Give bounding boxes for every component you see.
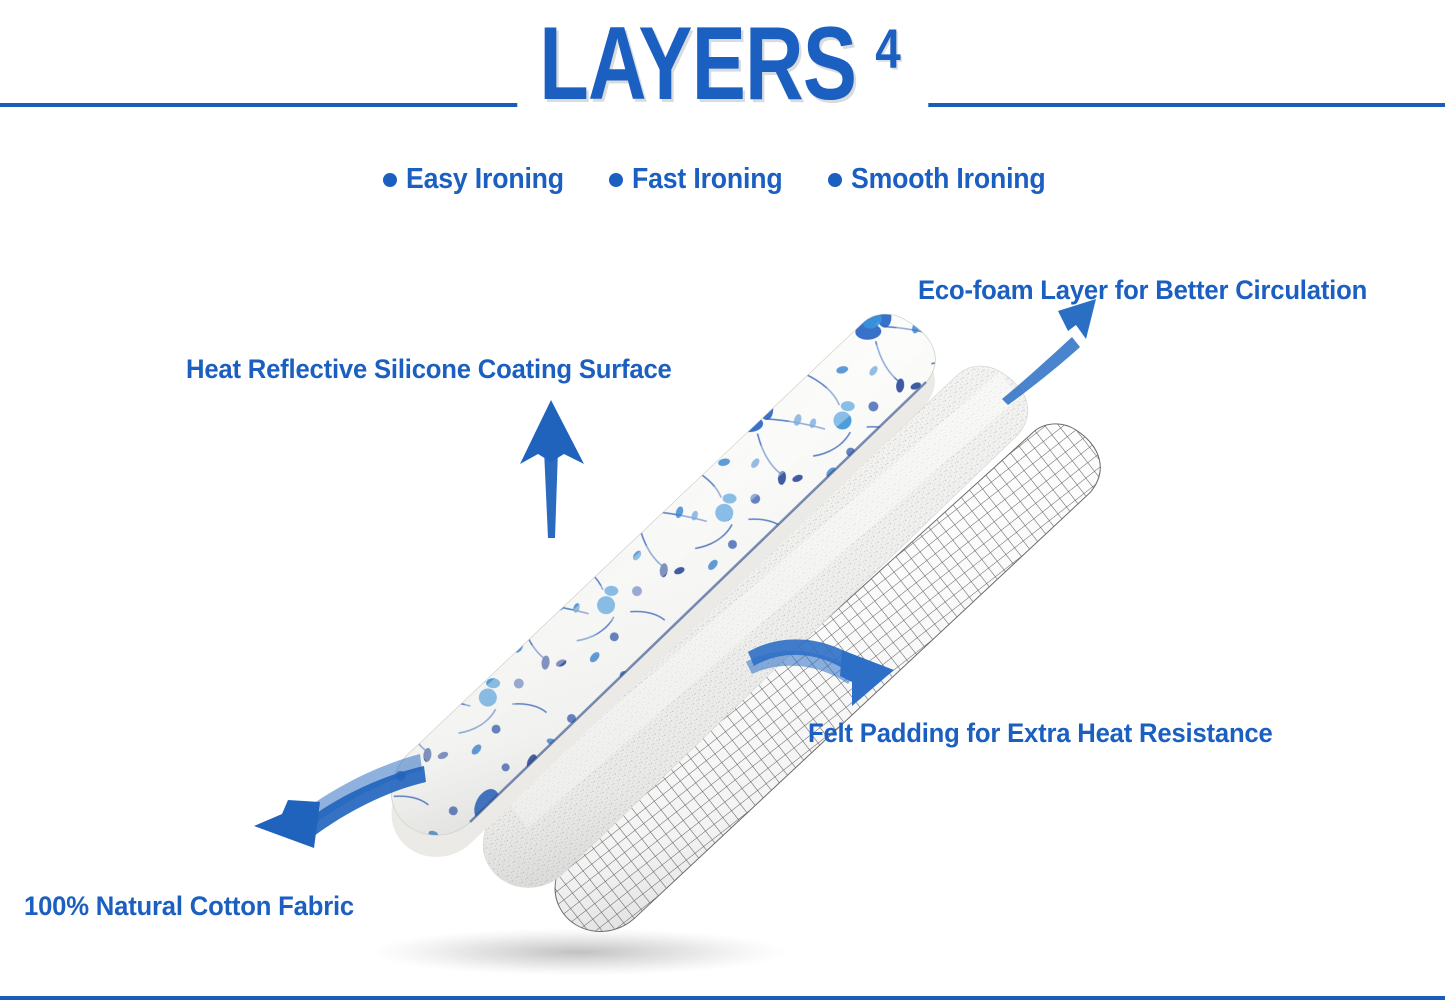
bullet-dot-icon bbox=[827, 172, 842, 187]
footer-divider-line bbox=[0, 996, 1445, 1000]
feature-item-smooth-ironing: Smooth Ironing bbox=[827, 163, 1062, 196]
feature-item-easy-ironing: Easy Ironing bbox=[382, 163, 578, 196]
feature-label: Easy Ironing bbox=[405, 163, 564, 195]
feature-label: Smooth Ironing bbox=[850, 163, 1046, 195]
bullet-dot-icon bbox=[382, 172, 397, 187]
product-ground-shadow bbox=[368, 928, 788, 976]
title-main-text: LAYERS bbox=[538, 6, 857, 122]
callout-label-cotton: 100% Natural Cotton Fabric bbox=[24, 891, 355, 921]
arrow-curve-right-icon bbox=[746, 639, 894, 706]
arrow-up-icon bbox=[520, 400, 584, 538]
feature-item-fast-ironing: Fast Ironing bbox=[609, 163, 796, 196]
title-block: LAYERS 4 bbox=[0, 0, 1445, 145]
bullet-dot-icon bbox=[609, 172, 624, 187]
callout-label-eco-foam: Eco-foam Layer for Better Circulation bbox=[918, 275, 1368, 305]
arrow-curve-left-icon bbox=[254, 754, 426, 848]
feature-list: Easy Ironing Fast Ironing Smooth Ironing bbox=[0, 163, 1445, 196]
callout-label-silicone: Heat Reflective Silicone Coating Surface bbox=[186, 354, 672, 384]
feature-label: Fast Ironing bbox=[632, 163, 783, 195]
page-title: LAYERS 4 bbox=[516, 6, 929, 122]
title-superscript-number: 4 bbox=[875, 17, 901, 80]
arrow-up-right-icon bbox=[1002, 299, 1096, 405]
callout-label-felt: Felt Padding for Extra Heat Resistance bbox=[808, 718, 1273, 748]
